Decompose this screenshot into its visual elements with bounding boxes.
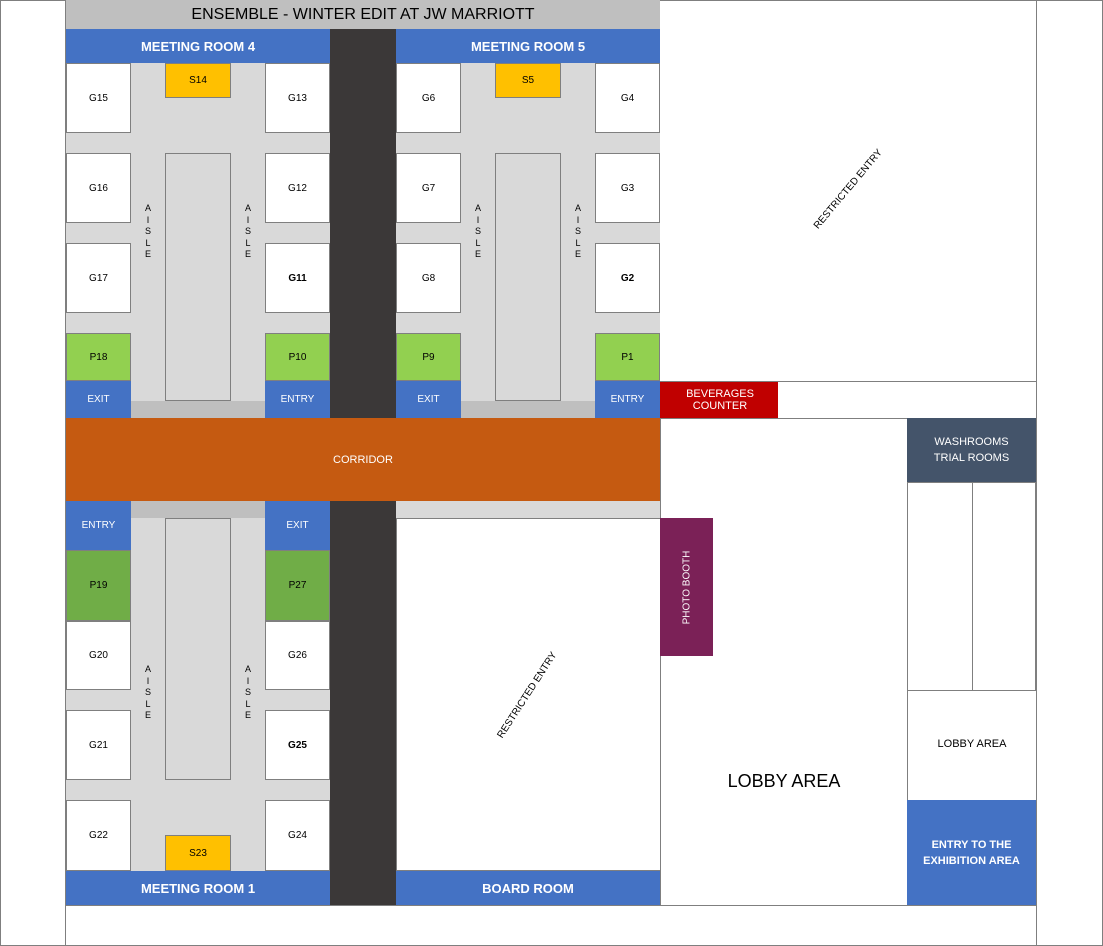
stall-s14[interactable]: S14 [165,63,231,98]
stall-g3[interactable]: G3 [595,153,660,223]
divider-line [660,418,1036,419]
stall-g16[interactable]: G16 [66,153,131,223]
trial-room-right [972,482,1036,691]
meeting-room-1-top-strip [131,501,265,518]
stall-g7[interactable]: G7 [396,153,461,223]
stall-p1[interactable]: P1 [595,333,660,381]
entry-door[interactable]: ENTRY [265,381,330,418]
corridor: CORRIDOR [66,418,660,501]
exit-door[interactable]: EXIT [396,381,461,418]
stall-p10[interactable]: P10 [265,333,330,381]
stall-g15[interactable]: G15 [66,63,131,133]
frame-line-right [1036,0,1037,946]
restricted-zone-lower [396,518,661,871]
stall-g21[interactable]: G21 [66,710,131,780]
stall-g17[interactable]: G17 [66,243,131,313]
stall-s5[interactable]: S5 [495,63,561,98]
stall-g13[interactable]: G13 [265,63,330,133]
divider-line [660,381,1036,382]
meeting-room-5-bottom-strip [461,401,595,418]
stall-g8[interactable]: G8 [396,243,461,313]
stall-g26[interactable]: G26 [265,621,330,690]
stall-p27[interactable]: P27 [265,550,330,621]
frame-line-bottom [65,905,1037,906]
stall-p9[interactable]: P9 [396,333,461,381]
lobby-area-label-small: LOBBY AREA [937,738,1007,750]
stall-g22[interactable]: G22 [66,800,131,871]
stall-g6[interactable]: G6 [396,63,461,133]
photo-booth: PHOTO BOOTH [660,518,713,656]
exit-door[interactable]: EXIT [66,381,131,418]
exit-door[interactable]: EXIT [265,501,330,550]
board-room-top-strip [396,501,660,518]
stall-p19[interactable]: P19 [66,550,131,621]
meeting-room-4-header: MEETING ROOM 4 [66,29,330,63]
beverages-counter: BEVERAGES COUNTER [660,382,778,418]
service-passage [330,501,396,905]
stall-s23[interactable]: S23 [165,835,231,871]
stall-p18[interactable]: P18 [66,333,131,381]
board-room-label: BOARD ROOM [396,871,660,905]
service-passage [330,29,396,418]
frame-line-left [65,0,66,946]
stall-g25[interactable]: G25 [265,710,330,780]
center-island [165,518,231,780]
meeting-room-4-bottom-strip [131,401,265,418]
stall-g2[interactable]: G2 [595,243,660,313]
stall-g4[interactable]: G4 [595,63,660,133]
photo-booth-label: PHOTO BOOTH [681,550,692,624]
entry-door[interactable]: ENTRY [595,381,660,418]
lobby-area [660,418,1036,905]
trial-room-left [907,482,973,691]
lobby-divider [907,690,908,905]
page-title: ENSEMBLE - WINTER EDIT AT JW MARRIOTT [66,0,660,29]
lobby-area-label-large: LOBBY AREA [727,770,841,791]
entry-door[interactable]: ENTRY [66,501,131,550]
stall-g12[interactable]: G12 [265,153,330,223]
stall-g11[interactable]: G11 [265,243,330,313]
center-island [495,153,561,401]
meeting-room-1-label: MEETING ROOM 1 [66,871,330,905]
stall-g24[interactable]: G24 [265,800,330,871]
center-island [165,153,231,401]
meeting-room-5-header: MEETING ROOM 5 [396,29,660,63]
stall-g20[interactable]: G20 [66,621,131,690]
